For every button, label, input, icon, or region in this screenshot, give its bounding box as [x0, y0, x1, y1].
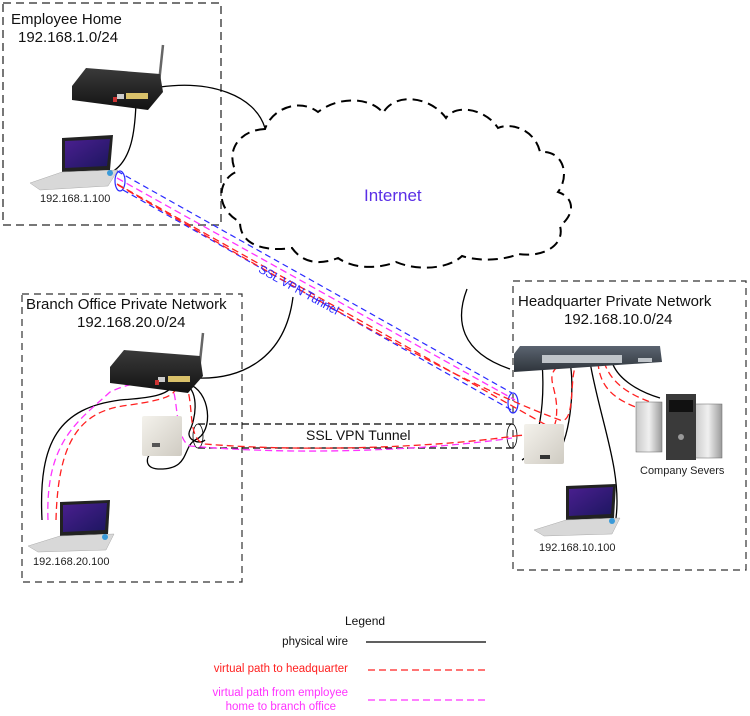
employee-home-zone	[2, 2, 222, 226]
employee-home-router	[72, 44, 165, 110]
company-servers-label: Company Severs	[640, 465, 725, 477]
internet-label: Internet	[364, 186, 422, 205]
ssl-vpn-tunnel-horizontal-label: SSL VPN Tunnel	[306, 427, 411, 443]
legend-virtual-path-branch-label-line2: home to branch office	[225, 701, 336, 713]
employee-home-laptop-ip: 192.168.1.100	[40, 193, 111, 205]
branch-office-vpn-appliance	[142, 416, 182, 456]
branch-office-title: Branch Office Private Network	[26, 296, 227, 313]
headquarter-vpn-appliance	[524, 424, 564, 464]
virtual-path-employee-to-branch	[47, 177, 516, 701]
headquarter-zone	[512, 280, 747, 571]
company-servers	[635, 394, 723, 460]
headquarter-switch	[514, 346, 662, 372]
legend-title: Legend	[345, 614, 386, 628]
branch-office-laptop-ip: 192.168.20.100	[33, 556, 110, 568]
branch-office-subnet: 192.168.20.0/24	[77, 314, 186, 331]
headquarter-title: Headquarter Private Network	[518, 293, 712, 310]
branch-office-router	[110, 332, 205, 393]
headquarter-laptop-ip: 192.168.10.100	[539, 542, 616, 554]
employee-home-subnet: 192.168.1.0/24	[18, 29, 119, 46]
legend-virtual-path-hq-label: virtual path to headquarter	[213, 663, 348, 675]
branch-office-zone	[21, 293, 243, 583]
employee-home-title: Employee Home	[11, 11, 122, 28]
branch-office-laptop	[27, 500, 115, 553]
headquarter-laptop	[533, 484, 621, 537]
internet-cloud	[220, 98, 572, 269]
headquarter-subnet: 192.168.10.0/24	[564, 311, 673, 328]
legend-physical-wire-label: physical wire	[282, 636, 348, 648]
employee-home-laptop	[29, 135, 119, 191]
legend-virtual-path-branch-label-line1: virtual path from employee	[212, 687, 348, 699]
